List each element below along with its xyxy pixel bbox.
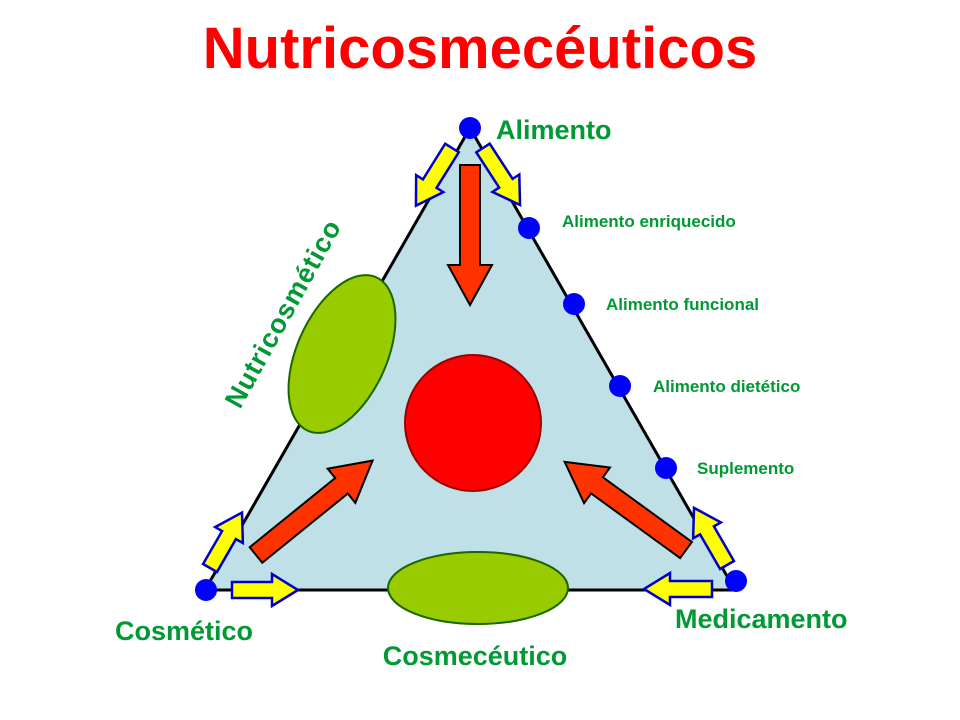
label-medicamento: Medicamento xyxy=(675,604,848,634)
yellow-arrow-left-up xyxy=(201,510,245,574)
dot-right-4 xyxy=(655,457,677,479)
label-alimento-funcional: Alimento funcional xyxy=(606,295,759,314)
red-arrow-right xyxy=(562,460,694,560)
label-alimento-dietetico: Alimento dietético xyxy=(653,377,800,396)
yellow-arrow-top-right xyxy=(474,141,522,208)
yellow-arrow-right-up xyxy=(691,505,736,571)
dot-right-3 xyxy=(609,375,631,397)
nutricosmetico-ellipse xyxy=(287,274,397,434)
yellow-arrow-right-left xyxy=(641,570,714,608)
dot-medicamento xyxy=(725,570,747,592)
dot-right-1 xyxy=(518,217,540,239)
label-cosmetico: Cosmético xyxy=(115,616,253,646)
label-alimento: Alimento xyxy=(496,115,612,145)
yellow-arrow-top-left xyxy=(414,142,461,208)
dot-right-2 xyxy=(563,293,585,315)
dot-alimento xyxy=(459,117,481,139)
label-suplemento: Suplemento xyxy=(697,459,794,478)
yellow-arrow-left-right xyxy=(230,571,301,609)
label-alimento-enriquecido: Alimento enriquecido xyxy=(562,212,736,231)
diagram-title: Nutricosmecéuticos xyxy=(202,16,758,81)
red-arrow-top xyxy=(446,164,494,308)
center-circle xyxy=(404,354,542,492)
red-arrow-left xyxy=(248,459,375,565)
dot-cosmetico xyxy=(195,579,217,601)
label-cosmeceutico: Cosmecéutico xyxy=(383,641,568,671)
cosmeceutico-ellipse xyxy=(387,551,569,625)
